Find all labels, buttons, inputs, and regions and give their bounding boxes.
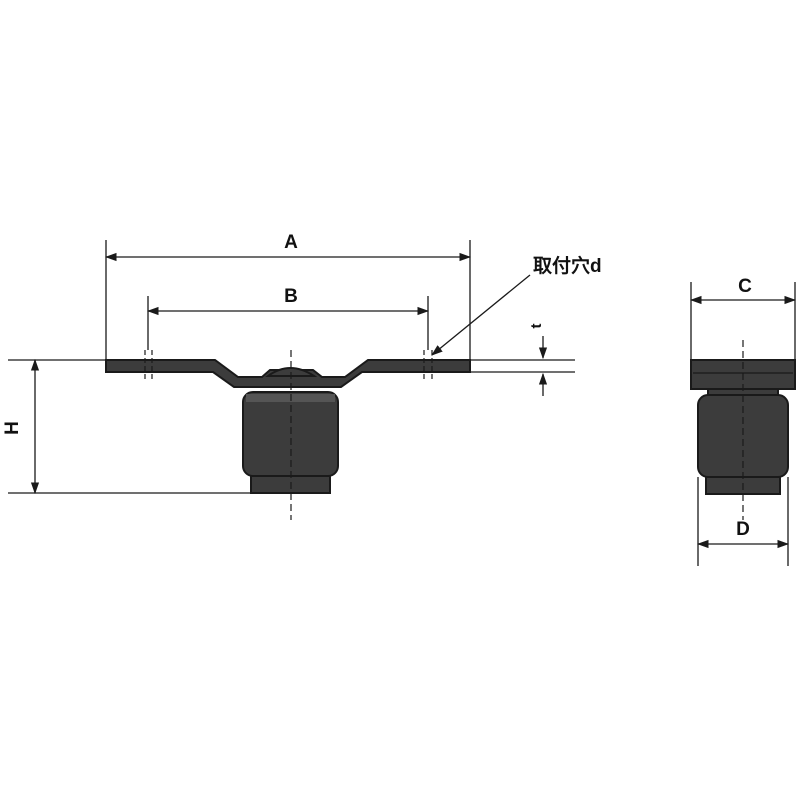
dimension-h: H (2, 358, 40, 495)
front-view (105, 350, 471, 520)
dimension-h-label: H (2, 421, 23, 435)
dimension-d-label: D (736, 519, 750, 540)
dimension-a-label: A (284, 232, 298, 253)
dimension-b: B (146, 286, 430, 316)
dimension-t-label: t (528, 324, 545, 329)
dimension-c: C (689, 276, 797, 305)
side-extension-lines (690, 282, 796, 566)
side-view (690, 340, 796, 520)
mounting-hole-label: 取付穴d (533, 254, 602, 277)
mounting-hole-callout: 取付穴d (431, 254, 602, 356)
dimension-d: D (696, 519, 790, 549)
dimension-a: A (104, 232, 472, 262)
dimension-c-label: C (738, 276, 752, 297)
dimension-t: t (528, 324, 548, 396)
dimension-b-label: B (284, 286, 298, 307)
